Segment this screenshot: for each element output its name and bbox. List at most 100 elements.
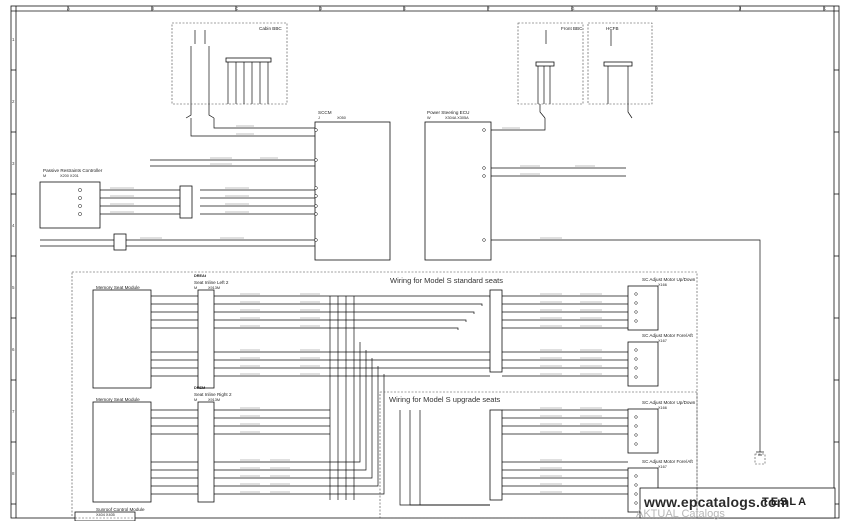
seat-inline-right-label: Seat Inline Right 2 bbox=[194, 392, 232, 397]
seat-inline-left-tag: DREAt bbox=[194, 274, 207, 278]
row-marker: 4 bbox=[12, 223, 15, 228]
tesla-logo: TESLA bbox=[762, 496, 809, 508]
column-marker: J bbox=[739, 6, 742, 11]
column-marker: A bbox=[67, 6, 71, 11]
sccm-pin bbox=[314, 238, 318, 242]
seat-inline-left-ref: M bbox=[194, 286, 198, 290]
motor-pin bbox=[634, 310, 638, 314]
drop bbox=[627, 104, 633, 119]
power-steering-ecu-ref: W bbox=[427, 116, 431, 120]
seat-inline-right-connector bbox=[197, 401, 215, 503]
motor-pin bbox=[634, 301, 638, 305]
motor-updown-2-label: SC Adjust Motor Up/Down bbox=[642, 400, 696, 405]
inline-connector bbox=[489, 409, 503, 501]
upgrade-seats-title: Wiring for Model S upgrade seats bbox=[389, 395, 501, 404]
sccm-pin bbox=[314, 204, 318, 208]
seat-inline-left-connector bbox=[197, 289, 215, 389]
wire bbox=[214, 295, 491, 298]
motor-pin bbox=[634, 501, 638, 505]
row-marker: 7 bbox=[12, 409, 15, 414]
wire-label-ticks bbox=[110, 125, 602, 493]
sunroof-control-box bbox=[74, 511, 136, 521]
cabin-bbc-label: Cabin BBC bbox=[259, 26, 282, 31]
row-marker: 1 bbox=[12, 37, 15, 42]
motor-pin bbox=[634, 366, 638, 370]
wire bbox=[419, 410, 490, 506]
memory-seat-module-2-label: Memory Seat Module bbox=[96, 397, 140, 402]
row-marker: 2 bbox=[12, 99, 15, 104]
wire bbox=[214, 342, 361, 463]
drop bbox=[208, 104, 215, 119]
column-marker: D bbox=[319, 6, 323, 11]
wire bbox=[484, 239, 761, 452]
passive-restraints-connector: X200 X201 bbox=[60, 174, 79, 178]
motor-foreaft-2-connector: X167 bbox=[658, 465, 667, 469]
sccm-box bbox=[314, 121, 391, 261]
fuse-block bbox=[535, 61, 555, 67]
memory-seat-module-1 bbox=[92, 289, 152, 389]
column-marker: F bbox=[487, 6, 490, 11]
cabin-bbc-outline bbox=[171, 22, 288, 105]
sccm-ref: J bbox=[318, 116, 320, 120]
prc-pin bbox=[78, 212, 82, 216]
fuse-block bbox=[225, 57, 272, 63]
wire bbox=[214, 303, 483, 306]
title-block bbox=[639, 487, 836, 519]
motor-foreaft-2-label: SC Adjust Motor Fore/Aft bbox=[642, 459, 693, 464]
watermark-subtext: AKTUAL Catalogs bbox=[636, 508, 725, 520]
column-marker: E bbox=[403, 6, 407, 11]
sccm-label: SCCM bbox=[318, 110, 332, 115]
motor-pin bbox=[634, 357, 638, 361]
upgrade-seats-section bbox=[379, 391, 698, 519]
motor-connector-1 bbox=[627, 285, 659, 331]
sccm-pin bbox=[314, 158, 318, 162]
motor-updown-2-connector: X166 bbox=[658, 406, 667, 410]
seat-inline-left-label: Seat Inline Left 2 bbox=[194, 280, 229, 285]
motor-updown-1-connector: X166 bbox=[658, 283, 667, 287]
wire bbox=[214, 358, 373, 479]
seat-inline-right-connector: X913M bbox=[208, 398, 221, 402]
wire bbox=[190, 118, 316, 137]
motor-pin bbox=[634, 442, 638, 446]
power-steering-ecu-connector: X304A X305A bbox=[445, 116, 469, 120]
column-marker: K bbox=[823, 6, 827, 11]
sccm-connector: X050 bbox=[337, 116, 346, 120]
motor-pin bbox=[634, 292, 638, 296]
hcfb-outline bbox=[587, 22, 653, 105]
motor-pin bbox=[634, 319, 638, 323]
wire bbox=[214, 327, 459, 330]
power-steering-ecu-label: Power Steering ECU bbox=[427, 110, 470, 115]
seat-inline-left-connector: X913M bbox=[208, 286, 221, 290]
prc-pin bbox=[78, 204, 82, 208]
fuse-block bbox=[603, 61, 633, 67]
motor-foreaft-1-connector: X167 bbox=[658, 339, 667, 343]
motor-pin bbox=[634, 348, 638, 352]
wire bbox=[214, 366, 379, 487]
hcfb-label: HCFB bbox=[606, 26, 619, 31]
column-marker: G bbox=[571, 6, 575, 11]
motor-pin bbox=[634, 424, 638, 428]
section-outlines bbox=[71, 22, 766, 519]
wire bbox=[214, 319, 467, 322]
passive-restraints-ref: M bbox=[43, 174, 47, 178]
prc-pin bbox=[78, 196, 82, 200]
sccm-pin bbox=[314, 194, 318, 198]
front-bbc-label: Front BBC bbox=[561, 26, 583, 31]
power-steering-pin bbox=[482, 128, 486, 132]
wire bbox=[399, 410, 490, 506]
column-marker: H bbox=[655, 6, 659, 11]
wire bbox=[214, 311, 475, 314]
front-bbc-outline bbox=[517, 22, 584, 105]
motor-pin bbox=[634, 474, 638, 478]
row-marker: 5 bbox=[12, 285, 15, 290]
inline-connector bbox=[113, 233, 127, 251]
wire bbox=[409, 410, 490, 506]
power-steering-pin bbox=[482, 238, 486, 242]
prc-pin bbox=[78, 188, 82, 192]
motor-connector-2 bbox=[627, 341, 659, 387]
wire-harness bbox=[40, 30, 791, 518]
drop bbox=[539, 104, 546, 119]
row-marker: 8 bbox=[12, 471, 15, 476]
standard-seats-section bbox=[71, 271, 698, 519]
